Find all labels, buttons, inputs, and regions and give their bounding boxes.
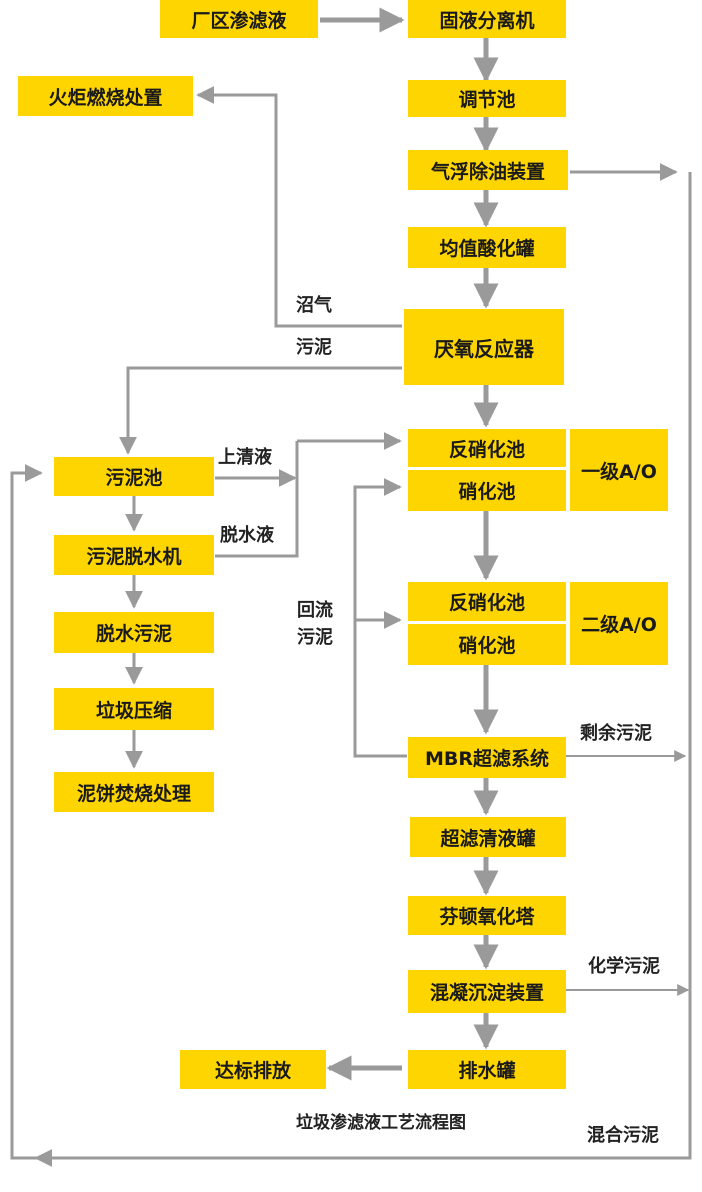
node-dewatered-sludge: 脱水污泥 — [54, 612, 214, 653]
node-air-flotation: 气浮除油装置 — [408, 150, 568, 190]
node-ao-2: 二级A/O — [570, 582, 668, 665]
node-coagulation: 混凝沉淀装置 — [408, 970, 566, 1013]
label-excess-sludge: 剩余污泥 — [580, 723, 652, 744]
node-flare: 火炬燃烧处置 — [18, 76, 193, 116]
label-biogas: 沼气 — [296, 295, 332, 316]
diagram-caption: 垃圾渗滤液工艺流程图 — [296, 1113, 466, 1133]
node-separator: 固液分离机 — [408, 0, 566, 38]
label-mixed-sludge: 混合污泥 — [587, 1125, 659, 1146]
arrow-mixed-sludge-return — [10, 172, 692, 1160]
arrow-biogas-flare — [196, 86, 402, 328]
node-leachate: 厂区渗滤液 — [160, 0, 318, 38]
label-return-1: 回流 — [297, 600, 333, 621]
node-uf-tank: 超滤清液罐 — [410, 817, 566, 857]
node-denitrification-2: 反硝化池 — [408, 582, 566, 621]
node-denitrification-1: 反硝化池 — [408, 429, 566, 467]
label-supernatant: 上清液 — [218, 447, 272, 468]
node-mbr: MBR超滤系统 — [408, 737, 566, 778]
node-ao-1: 一级A/O — [570, 429, 668, 511]
label-return-2: 污泥 — [297, 627, 333, 648]
node-fenton: 芬顿氧化塔 — [408, 896, 566, 935]
node-sludge-tank: 污泥池 — [54, 457, 214, 496]
node-homogenizer: 均值酸化罐 — [408, 227, 566, 268]
node-drain-tank: 排水罐 — [408, 1050, 566, 1089]
node-discharge: 达标排放 — [180, 1050, 326, 1089]
line-filtrate — [215, 441, 299, 558]
arrow-anaerobic-sludge — [119, 366, 402, 455]
node-anaerobic: 厌氧反应器 — [404, 309, 564, 385]
node-dewaterer: 污泥脱水机 — [54, 535, 214, 575]
label-chemical-sludge: 化学污泥 — [588, 956, 660, 977]
node-nitrification-1: 硝化池 — [408, 470, 566, 511]
node-regulating-tank: 调节池 — [408, 80, 566, 117]
label-sludge: 污泥 — [296, 337, 332, 358]
label-filtrate: 脱水液 — [220, 525, 274, 546]
node-compression: 垃圾压缩 — [54, 688, 214, 730]
node-nitrification-2: 硝化池 — [408, 624, 566, 665]
node-incineration: 泥饼焚烧处理 — [54, 772, 214, 812]
